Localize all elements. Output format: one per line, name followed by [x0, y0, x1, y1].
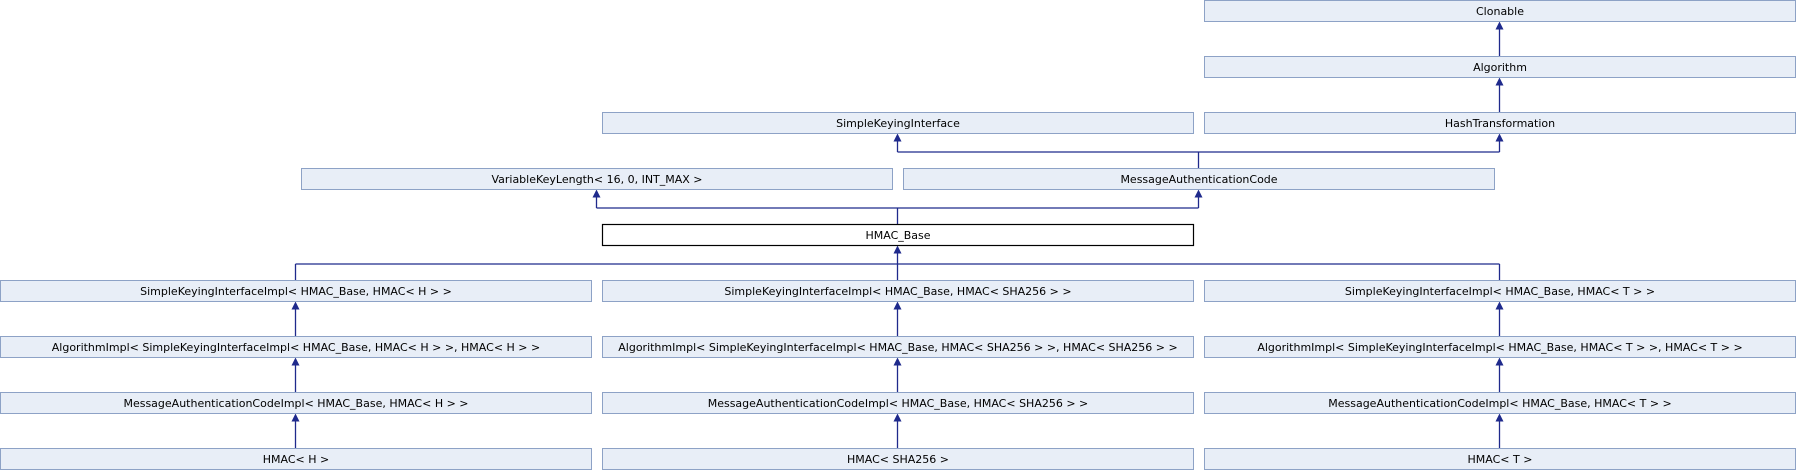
arrow-hmac-h-to-mac-impl-h: [291, 413, 300, 422]
class-node-box: [0, 448, 592, 470]
class-node-ski-impl-h[interactable]: SimpleKeyingInterfaceImpl< HMAC_Base, HM…: [0, 280, 592, 302]
class-node-label: HMAC< H >: [263, 453, 329, 466]
arrow-alg-impl-t-to-ski-impl-t: [1495, 301, 1504, 310]
class-node-box: [602, 280, 1194, 302]
class-node-ski-impl-t[interactable]: SimpleKeyingInterfaceImpl< HMAC_Base, HM…: [1204, 280, 1796, 302]
class-node-label: AlgorithmImpl< SimpleKeyingInterfaceImpl…: [618, 341, 1177, 354]
class-node-clonable[interactable]: Clonable: [1204, 0, 1796, 22]
class-node-label: AlgorithmImpl< SimpleKeyingInterfaceImpl…: [1257, 341, 1742, 354]
class-node-simple-keying-interface[interactable]: SimpleKeyingInterface: [602, 112, 1194, 134]
class-node-hmac-t[interactable]: HMAC< T >: [1204, 448, 1796, 470]
class-node-label: HMAC_Base: [865, 229, 930, 242]
arrow-hmac-base-to-variable-key-length: [592, 189, 601, 198]
class-node-box: [602, 392, 1194, 414]
class-node-ski-impl-sha256[interactable]: SimpleKeyingInterfaceImpl< HMAC_Base, HM…: [602, 280, 1194, 302]
arrow-hash-transformation-to-algorithm: [1495, 77, 1504, 86]
class-node-box: [0, 392, 592, 414]
arrow-message-authentication-code-to-hash-transformation: [1495, 133, 1504, 142]
class-node-label: VariableKeyLength< 16, 0, INT_MAX >: [491, 173, 702, 186]
class-node-hmac-h[interactable]: HMAC< H >: [0, 448, 592, 470]
arrow-algorithm-to-clonable: [1495, 21, 1504, 30]
class-node-label: HashTransformation: [1445, 117, 1555, 130]
class-node-box: [602, 448, 1194, 470]
class-node-hash-transformation[interactable]: HashTransformation: [1204, 112, 1796, 134]
arrow-alg-impl-sha256-to-ski-impl-sha256: [893, 301, 902, 310]
class-node-message-authentication-code[interactable]: MessageAuthenticationCode: [903, 168, 1495, 190]
class-node-label: HMAC< SHA256 >: [847, 453, 949, 466]
class-node-label: SimpleKeyingInterface: [836, 117, 960, 130]
class-node-alg-impl-t[interactable]: AlgorithmImpl< SimpleKeyingInterfaceImpl…: [1204, 336, 1796, 358]
arrow-mac-impl-t-to-alg-impl-t: [1495, 357, 1504, 366]
class-node-label: AlgorithmImpl< SimpleKeyingInterfaceImpl…: [52, 341, 540, 354]
arrow-to-hmac-base: [893, 245, 902, 254]
class-node-mac-impl-t[interactable]: MessageAuthenticationCodeImpl< HMAC_Base…: [1204, 392, 1796, 414]
arrow-hmac-t-to-mac-impl-t: [1495, 413, 1504, 422]
class-node-box: [301, 168, 893, 190]
class-node-algorithm[interactable]: Algorithm: [1204, 56, 1796, 78]
class-node-label: SimpleKeyingInterfaceImpl< HMAC_Base, HM…: [724, 285, 1071, 298]
class-node-label: SimpleKeyingInterfaceImpl< HMAC_Base, HM…: [1345, 285, 1655, 298]
class-node-alg-impl-h[interactable]: AlgorithmImpl< SimpleKeyingInterfaceImpl…: [0, 336, 592, 358]
class-node-box: [0, 280, 592, 302]
class-node-label: MessageAuthenticationCodeImpl< HMAC_Base…: [1328, 397, 1672, 410]
class-node-label: MessageAuthenticationCodeImpl< HMAC_Base…: [708, 397, 1089, 410]
class-node-box: [903, 168, 1495, 190]
class-node-mac-impl-sha256[interactable]: MessageAuthenticationCodeImpl< HMAC_Base…: [602, 392, 1194, 414]
class-node-label: SimpleKeyingInterfaceImpl< HMAC_Base, HM…: [140, 285, 452, 298]
class-node-variable-key-length[interactable]: VariableKeyLength< 16, 0, INT_MAX >: [301, 168, 893, 190]
class-node-hmac-base[interactable]: HMAC_Base: [601, 223, 1195, 247]
class-node-mac-impl-h[interactable]: MessageAuthenticationCodeImpl< HMAC_Base…: [0, 392, 592, 414]
arrow-message-authentication-code-to-simple-keying-interface: [893, 133, 902, 142]
class-node-label: MessageAuthenticationCodeImpl< HMAC_Base…: [123, 397, 468, 410]
arrow-mac-impl-h-to-alg-impl-h: [291, 357, 300, 366]
class-node-alg-impl-sha256[interactable]: AlgorithmImpl< SimpleKeyingInterfaceImpl…: [602, 336, 1194, 358]
arrow-mac-impl-sha256-to-alg-impl-sha256: [893, 357, 902, 366]
class-node-label: MessageAuthenticationCode: [1120, 173, 1277, 186]
class-node-label: Algorithm: [1473, 61, 1527, 74]
class-node-hmac-sha256[interactable]: HMAC< SHA256 >: [602, 448, 1194, 470]
arrow-hmac-sha256-to-mac-impl-sha256: [893, 413, 902, 422]
class-node-box: [602, 112, 1194, 134]
arrow-alg-impl-h-to-ski-impl-h: [291, 301, 300, 310]
arrow-hmac-base-to-message-authentication-code: [1194, 189, 1203, 198]
class-node-label: HMAC< T >: [1468, 453, 1533, 466]
class-node-box: [0, 336, 592, 358]
class-node-box: [601, 223, 1195, 247]
edge-layer: [291, 21, 1504, 449]
class-node-label: Clonable: [1476, 5, 1524, 18]
class-node-box: [602, 336, 1194, 358]
